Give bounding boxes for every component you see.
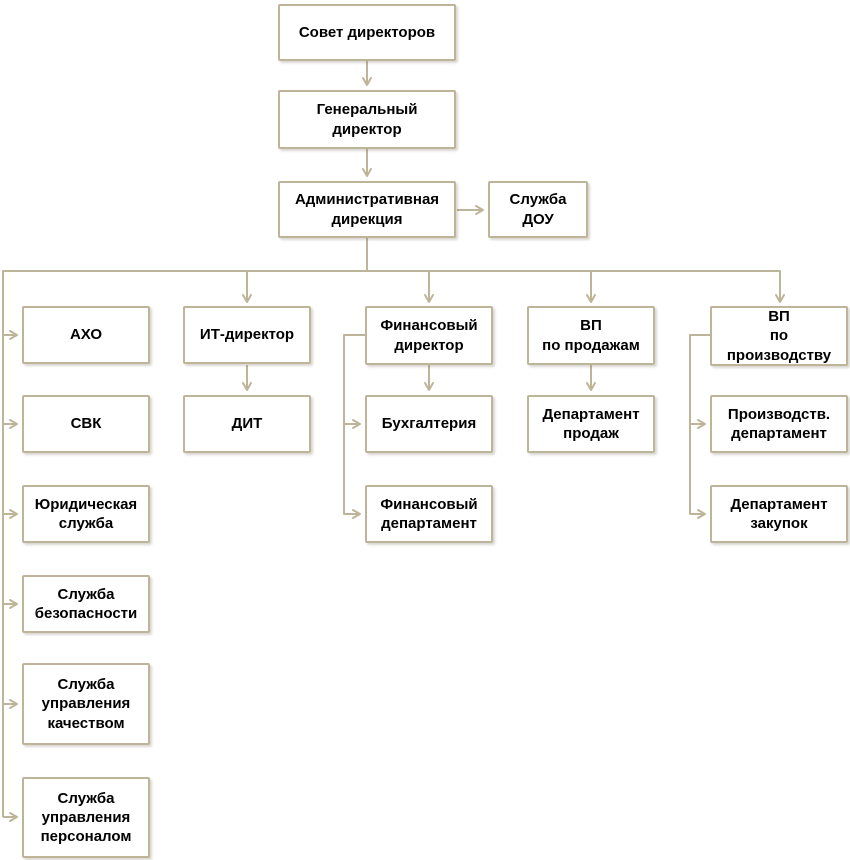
node-legal-service: Юридическая служба xyxy=(22,485,150,543)
node-financial-director: Финансовый директор xyxy=(365,306,493,365)
node-quality-management-service: Служба управления качеством xyxy=(22,663,150,745)
node-it-director: ИТ-директор xyxy=(183,306,311,364)
node-administrative-directorate: Административная дирекция xyxy=(278,181,456,238)
connector-cfo-fin-dept xyxy=(343,334,365,519)
node-vp-production: ВП по производству xyxy=(710,306,848,366)
node-aho: АХО xyxy=(22,306,150,364)
node-procurement-department: Департамент закупок xyxy=(710,485,848,543)
node-accounting: Бухгалтерия xyxy=(365,395,493,453)
node-security-service: Служба безопасности xyxy=(22,575,150,633)
connector-vp-production-procurement xyxy=(689,334,710,519)
node-financial-department: Финансовый департамент xyxy=(365,485,493,543)
node-board-of-directors: Совет директоров xyxy=(278,4,456,61)
node-svk: СВК xyxy=(22,395,150,453)
node-dou-service: Служба ДОУ xyxy=(488,181,588,238)
node-hr-management-service: Служба управления персоналом xyxy=(22,777,150,858)
node-dit: ДИТ xyxy=(183,395,311,453)
node-production-department: Производств. департамент xyxy=(710,395,848,453)
node-general-director: Генеральный директор xyxy=(278,90,456,149)
node-sales-department: Департамент продаж xyxy=(527,395,655,453)
node-vp-sales: ВП по продажам xyxy=(527,306,655,365)
